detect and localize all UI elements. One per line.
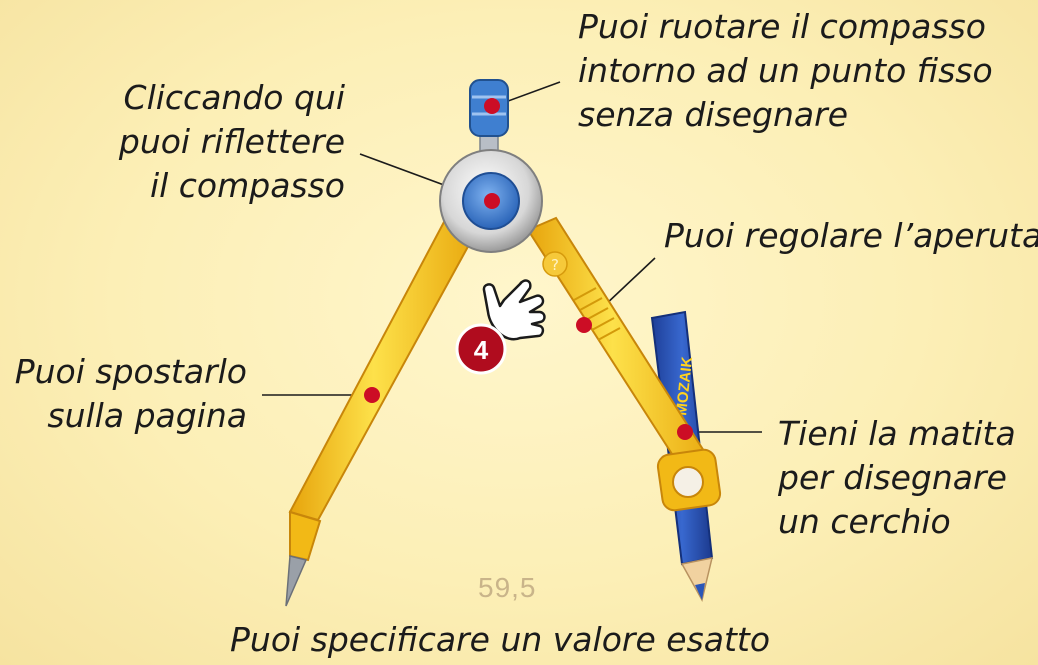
hotspot-reflect <box>484 193 500 209</box>
aperture-annotation: Puoi regolare l’aperuta <box>664 216 1038 255</box>
move-annotation: Puoi spostarlo sulla pagina <box>14 352 247 435</box>
step-badge: 4 <box>455 323 507 375</box>
pointer-hand-icon <box>482 279 546 341</box>
reflect-annotation: Cliccando qui puoi riflettere il compass… <box>118 78 345 205</box>
left-leg[interactable] <box>285 220 478 607</box>
pencil-annotation: Tieni la matita per disegnare un cerchio <box>778 414 1016 541</box>
exact-value-annotation: Puoi specificare un valore esatto <box>230 620 771 659</box>
hotspot-aperture <box>576 317 592 333</box>
hotspot-move <box>364 387 380 403</box>
svg-text:4: 4 <box>474 335 489 365</box>
hotspot-rotate <box>484 98 500 114</box>
rotate-annotation: Puoi ruotare il compasso intorno ad un p… <box>578 7 993 134</box>
hotspot-markers <box>364 98 693 440</box>
radius-value-field[interactable]: 59,5 <box>478 572 537 603</box>
svg-text:?: ? <box>551 256 559 274</box>
pencil-brand: MOZAIK <box>673 356 696 417</box>
right-leg[interactable] <box>526 216 722 512</box>
hotspot-pencil <box>677 424 693 440</box>
help-icon[interactable]: ? <box>542 251 568 277</box>
